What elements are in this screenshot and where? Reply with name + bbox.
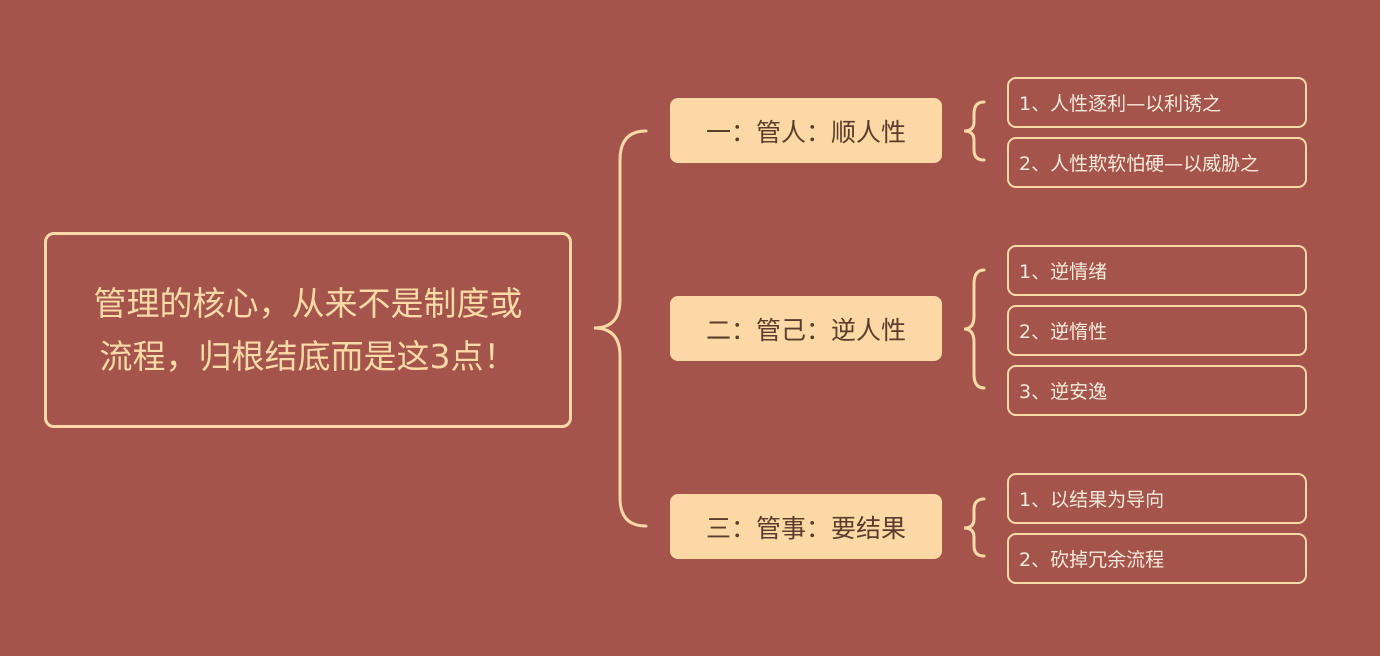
brace-branch-2	[963, 268, 986, 390]
leaf-node[interactable]: 1、人性逐利—以利诱之	[1007, 77, 1307, 128]
brace-branch-3	[963, 497, 986, 558]
leaf-node[interactable]: 3、逆安逸	[1007, 365, 1307, 416]
leaf-node[interactable]: 2、人性欺软怕硬—以威胁之	[1007, 137, 1307, 188]
branch-node-3[interactable]: 三：管事：要结果	[670, 494, 942, 559]
brace-branch-1	[963, 100, 986, 162]
branch-node-1[interactable]: 一：管人：顺人性	[670, 98, 942, 163]
leaf-node[interactable]: 2、逆惰性	[1007, 305, 1307, 356]
leaf-node[interactable]: 1、逆情绪	[1007, 245, 1307, 296]
main-brace	[593, 129, 648, 528]
root-node[interactable]: 管理的核心，从来不是制度或流程，归根结底而是这3点！	[44, 232, 572, 428]
branch-node-2[interactable]: 二：管己：逆人性	[670, 296, 942, 361]
leaf-node[interactable]: 1、以结果为导向	[1007, 473, 1307, 524]
root-title: 管理的核心，从来不是制度或流程，归根结底而是这3点！	[93, 284, 523, 376]
leaf-node[interactable]: 2、砍掉冗余流程	[1007, 533, 1307, 584]
